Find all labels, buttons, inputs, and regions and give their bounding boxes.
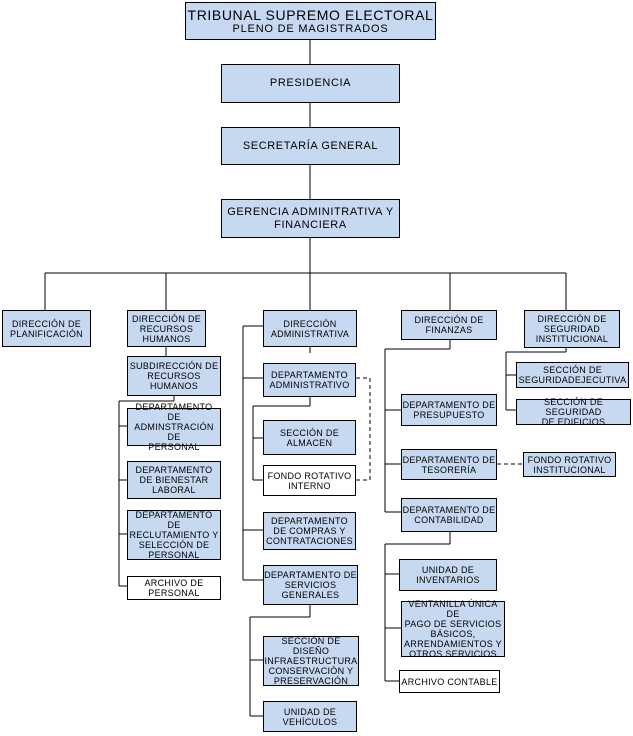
direccion-seguridad: DIRECCIÓN DE SEGURIDAD INSTITUCIONAL (524, 310, 620, 348)
direccion-administrativa: DIRECCIÓN ADMINISTRATIVA (263, 310, 357, 347)
seccion-seguridad-ejecutiva: SECCIÓN DE SEGURIDADEJECUTIVA (516, 362, 629, 388)
depto-compras-label: DEPARTAMENTO DE COMPRAS Y CONTRATACIONES (266, 516, 353, 546)
seccion-seguridad-edificios: SECCIÓN DE SEGURIDAD DE EDIFICIOS (516, 397, 631, 427)
unidad-inventarios-label: UNIDAD DE INVENTARIOS (416, 565, 480, 585)
archivo-contable-label: ARCHIVO CONTABLE (401, 676, 498, 687)
tribunal-box: TRIBUNAL SUPREMO ELECTORAL PLENO DE MAGI… (185, 2, 436, 40)
gerencia-box: GERENCIA ADMINITRATIVA Y FINANCIERA (221, 199, 400, 238)
tribunal-subtitle: PLENO DE MAGISTRADOS (232, 22, 389, 35)
depto-tesoreria-label: DEPARTAMENTO DE TESORERÍA (402, 454, 496, 475)
depto-presupuesto: DEPARTAMENTO DE PRESUPUESTO (401, 394, 497, 426)
tribunal-title: TRIBUNAL SUPREMO ELECTORAL (187, 6, 434, 23)
secretaria-box: SECRETARÍA GENERAL (221, 127, 400, 165)
depto-contabilidad: DEPARTAMENTO DE CONTABILIDAD (401, 498, 497, 532)
seccion-almacen-label: SECCIÓN DE ALMACEN (279, 427, 339, 448)
depto-compras: DEPARTAMENTO DE COMPRAS Y CONTRATACIONES (263, 512, 356, 550)
direccion-finanzas: DIRECCIÓN DE FINANZAS (401, 310, 497, 340)
presidencia-label: PRESIDENCIA (269, 77, 352, 89)
seccion-diseno-label: SECCIÓN DE DISEÑO INFRAESTRUCTURA CONSER… (264, 636, 358, 686)
direccion-administrativa-label: DIRECCIÓN ADMINISTRATIVA (270, 318, 350, 339)
direccion-rrhh-label: DIRECCIÓN DE RECURSOS HUMANOS (131, 313, 202, 344)
depto-reclutamiento: DEPARTAMENTO DE RECLUTAMIENTO Y SELECCIÓ… (127, 510, 221, 560)
depto-presupuesto-label: DEPARTAMENTO DE PRESUPUESTO (402, 400, 496, 420)
secretaria-label: SECRETARÍA GENERAL (242, 139, 379, 152)
depto-bienestar: DEPARTAMENTO DE BIENESTAR LABORAL (127, 461, 221, 499)
depto-admin-personal: DEPARTAMENTO DE ADMINSTRACIÓN DE PERSONA… (127, 402, 221, 452)
fondo-rotativo-institucional-label: FONDO ROTATIVO INSTITUCIONAL (527, 454, 612, 475)
unidad-vehiculos: UNIDAD DE VEHÍCULOS (263, 701, 357, 732)
archivo-contable: ARCHIVO CONTABLE (399, 670, 500, 693)
fondo-rotativo-interno-label: FONDO ROTATIVO INTERNO (267, 470, 352, 491)
depto-administrativo-label: DEPARTAMENTO ADMINISTRATIVO (269, 370, 350, 390)
unidad-vehiculos-label: UNIDAD DE VEHÍCULOS (282, 706, 338, 727)
depto-tesoreria: DEPARTAMENTO DE TESORERÍA (401, 449, 497, 480)
ventanilla-unica: VENTANILLA ÚNICA DE PAGO DE SERVICIOS BÁ… (401, 599, 505, 659)
fondo-rotativo-institucional: FONDO ROTATIVO INSTITUCIONAL (523, 452, 616, 477)
archivo-personal-label: ARCHIVO DE PERSONAL (144, 578, 204, 598)
direccion-planificacion-label: DIRECCIÓN DE PLANIFICACIÓN (10, 318, 83, 339)
direccion-finanzas-label: DIRECCIÓN DE FINANZAS (414, 315, 484, 335)
seccion-seguridad-ejecutiva-label: SECCIÓN DE SEGURIDADEJECUTIVA (518, 365, 627, 385)
ventanilla-unica-label: VENTANILLA ÚNICA DE PAGO DE SERVICIOS BÁ… (404, 599, 502, 659)
gerencia-label: GERENCIA ADMINITRATIVA Y FINANCIERA (227, 205, 394, 231)
depto-contabilidad-label: DEPARTAMENTO DE CONTABILIDAD (402, 505, 496, 525)
subdireccion-rrhh: SUBDIRECCIÓN DE RECURSOS HUMANOS (127, 356, 221, 396)
depto-servicios-generales-label: DEPARTAMENTO DE SERVICIOS GENERALES (264, 570, 357, 600)
direccion-planificacion: DIRECCIÓN DE PLANIFICACIÓN (2, 310, 91, 347)
depto-admin-personal-label: DEPARTAMENTO DE ADMINSTRACIÓN DE PERSONA… (134, 402, 214, 452)
subdireccion-rrhh-label: SUBDIRECCIÓN DE RECURSOS HUMANOS (129, 361, 219, 391)
seccion-almacen: SECCIÓN DE ALMACEN (263, 420, 356, 455)
unidad-inventarios: UNIDAD DE INVENTARIOS (399, 559, 497, 591)
archivo-personal: ARCHIVO DE PERSONAL (127, 576, 221, 600)
depto-administrativo: DEPARTAMENTO ADMINISTRATIVO (263, 363, 356, 397)
fondo-rotativo-interno: FONDO ROTATIVO INTERNO (263, 465, 356, 496)
depto-bienestar-label: DEPARTAMENTO DE BIENESTAR LABORAL (135, 465, 213, 495)
direccion-rrhh: DIRECCIÓN DE RECURSOS HUMANOS (127, 310, 206, 347)
seccion-seguridad-edificios-label: SECCIÓN DE SEGURIDAD DE EDIFICIOS (541, 397, 606, 427)
presidencia-box: PRESIDENCIA (221, 64, 400, 103)
depto-reclutamiento-label: DEPARTAMENTO DE RECLUTAMIENTO Y SELECCIÓ… (129, 510, 219, 560)
direccion-seguridad-label: DIRECCIÓN DE SEGURIDAD INSTITUCIONAL (535, 314, 609, 344)
seccion-diseno: SECCIÓN DE DISEÑO INFRAESTRUCTURA CONSER… (263, 636, 359, 686)
depto-servicios-generales: DEPARTAMENTO DE SERVICIOS GENERALES (263, 565, 358, 605)
